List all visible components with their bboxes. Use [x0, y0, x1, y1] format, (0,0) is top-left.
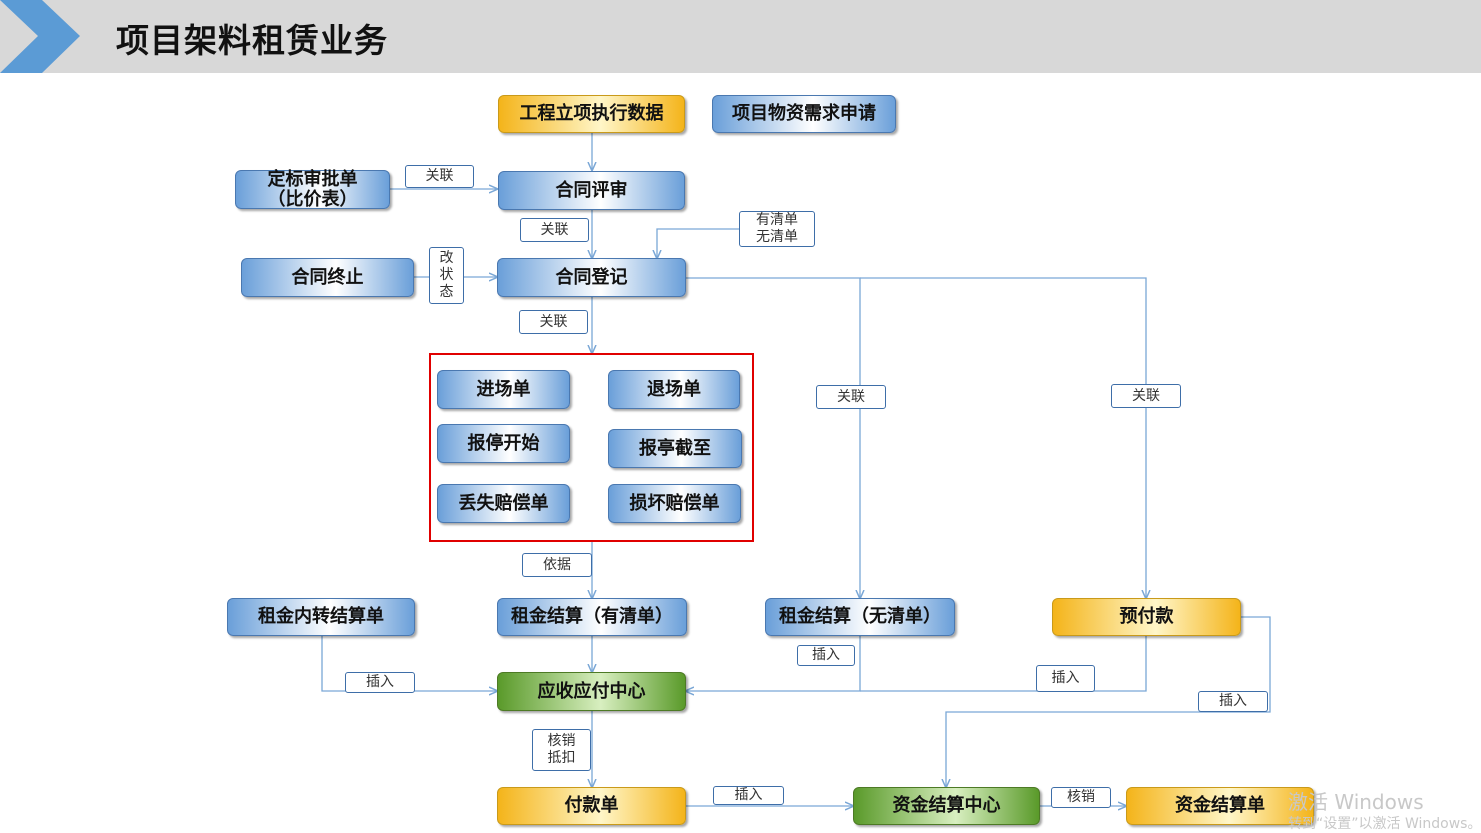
node-receivable-payable-center: 应收应付中心 — [497, 672, 686, 711]
header-bar: 项目架料租赁业务 — [0, 0, 1481, 73]
page-title: 项目架料租赁业务 — [116, 21, 388, 60]
edge-label-insert: 插入 — [1036, 665, 1095, 692]
chevron-icon — [0, 0, 80, 73]
node-fund-settlement-slip: 资金结算单 — [1126, 787, 1314, 825]
edge-label-insert: 插入 — [1198, 691, 1268, 712]
node-payment-slip: 付款单 — [497, 787, 686, 825]
edge-qingdan-htdj — [657, 228, 740, 258]
edge-label-insert: 插入 — [345, 672, 415, 693]
windows-activation-watermark: 激活 Windows — [1288, 790, 1424, 814]
edge-yfk-zjjszx — [946, 616, 1271, 787]
node-bid-approval: 定标审批单 （比价表） — [235, 169, 390, 209]
windows-activation-hint: 转到“设置”以激活 Windows。 — [1288, 816, 1481, 832]
node-contract-review: 合同评审 — [498, 171, 685, 210]
edge-label-basis: 依据 — [522, 553, 592, 577]
edge-label-link: 关联 — [520, 218, 589, 242]
node-contract-registration: 合同登记 — [497, 258, 686, 297]
edge-label-link: 关联 — [405, 165, 474, 188]
edge-htdj-yfk — [860, 277, 1146, 598]
node-material-requisition: 项目物资需求申请 — [712, 95, 896, 133]
edge-label-insert: 插入 — [713, 786, 784, 805]
node-suspension-start: 报停开始 — [437, 424, 570, 463]
edge-yfk-yszx — [860, 636, 1147, 692]
edge-label-list-option: 有清单 无清单 — [739, 211, 815, 247]
edge-label-insert: 插入 — [797, 645, 855, 666]
edge-label-link: 关联 — [519, 310, 588, 334]
node-fund-settlement-center: 资金结算中心 — [853, 787, 1040, 825]
edge-label-writeoff: 核销 — [1051, 787, 1111, 808]
edge-label-link: 关联 — [1111, 384, 1181, 408]
node-rent-settlement-with-list: 租金结算（有清单） — [497, 598, 687, 636]
node-prepayment: 预付款 — [1052, 598, 1241, 636]
node-rent-internal-transfer: 租金内转结算单 — [227, 598, 415, 636]
node-rent-settlement-no-list: 租金结算（无清单） — [765, 598, 955, 636]
node-suspension-end: 报亭截至 — [608, 429, 742, 468]
edge-label-writeoff-deduct: 核销 抵扣 — [532, 729, 591, 771]
edge-label-link: 关联 — [816, 385, 886, 409]
node-loss-compensation: 丢失赔偿单 — [437, 484, 570, 523]
node-entry-slip: 进场单 — [437, 370, 570, 409]
node-damage-compensation: 损坏赔偿单 — [608, 484, 741, 523]
edge-label-change-status: 改 状 态 — [429, 247, 464, 304]
node-project-execution-data: 工程立项执行数据 — [498, 95, 685, 133]
node-contract-termination: 合同终止 — [241, 258, 414, 297]
document-group-box — [429, 353, 754, 542]
node-exit-slip: 退场单 — [608, 370, 740, 409]
edge-zjnz-yszx — [321, 636, 497, 691]
